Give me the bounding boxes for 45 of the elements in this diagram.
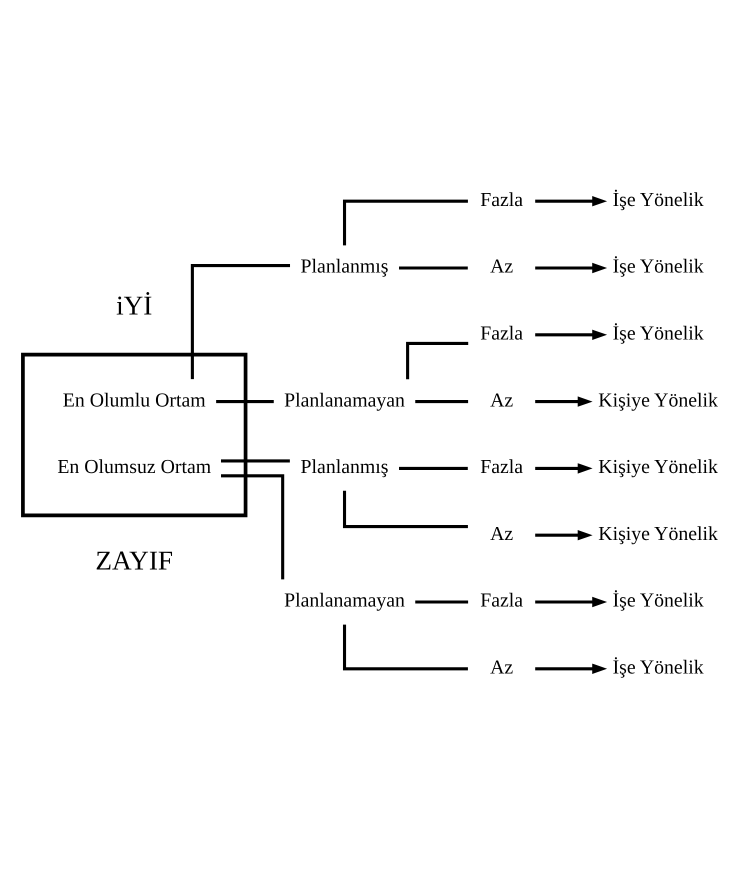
connector bbox=[399, 266, 468, 270]
connector bbox=[190, 264, 290, 380]
node-text: En Olumlu Ortam bbox=[62, 389, 206, 412]
label: ZAYIF bbox=[95, 545, 174, 576]
connector bbox=[221, 459, 290, 463]
node-text: Fazla bbox=[480, 590, 524, 612]
node-text: Az bbox=[490, 389, 514, 412]
node-text: İşe Yönelik bbox=[612, 256, 704, 278]
connector bbox=[399, 466, 468, 470]
node-text: Kişiye Yönelik bbox=[598, 522, 718, 545]
connector bbox=[342, 624, 468, 670]
node-text: Kişiye Yönelik bbox=[598, 389, 718, 412]
arrow bbox=[535, 596, 608, 608]
node-text: İşe Yönelik bbox=[612, 188, 704, 211]
connector bbox=[415, 400, 468, 404]
node-text: İşe Yönelik bbox=[612, 590, 704, 612]
node-text: Az bbox=[490, 522, 514, 545]
node-text: İşe Yönelik bbox=[612, 656, 704, 678]
cluster bbox=[21, 352, 248, 518]
node-text: Fazla bbox=[480, 456, 524, 478]
node-text: Kişiye Yönelik bbox=[598, 456, 718, 478]
node-text: Fazla bbox=[480, 188, 524, 211]
connector bbox=[221, 474, 284, 580]
arrow bbox=[535, 463, 593, 474]
connector bbox=[406, 342, 468, 380]
arrow bbox=[535, 330, 608, 340]
arrow bbox=[535, 396, 593, 407]
connector bbox=[342, 490, 468, 528]
arrow bbox=[535, 664, 608, 674]
node-text: Fazla bbox=[480, 322, 524, 345]
node-text: İşe Yönelik bbox=[612, 322, 704, 345]
connector bbox=[216, 400, 274, 404]
arrow bbox=[535, 262, 608, 274]
label: iYİ bbox=[116, 290, 152, 321]
arrow bbox=[535, 530, 593, 540]
node-text: Planlanmış bbox=[300, 256, 388, 278]
node-text: Az bbox=[490, 656, 514, 678]
connector bbox=[342, 200, 468, 246]
node-text: Planlanamayan bbox=[284, 389, 405, 412]
node-text: Planlanamayan bbox=[284, 590, 405, 612]
node-text: Az bbox=[490, 256, 514, 278]
node-text: Planlanmış bbox=[300, 456, 388, 478]
connector bbox=[415, 600, 468, 604]
arrow bbox=[535, 196, 608, 206]
node-text: En Olumsuz Ortam bbox=[57, 456, 212, 478]
